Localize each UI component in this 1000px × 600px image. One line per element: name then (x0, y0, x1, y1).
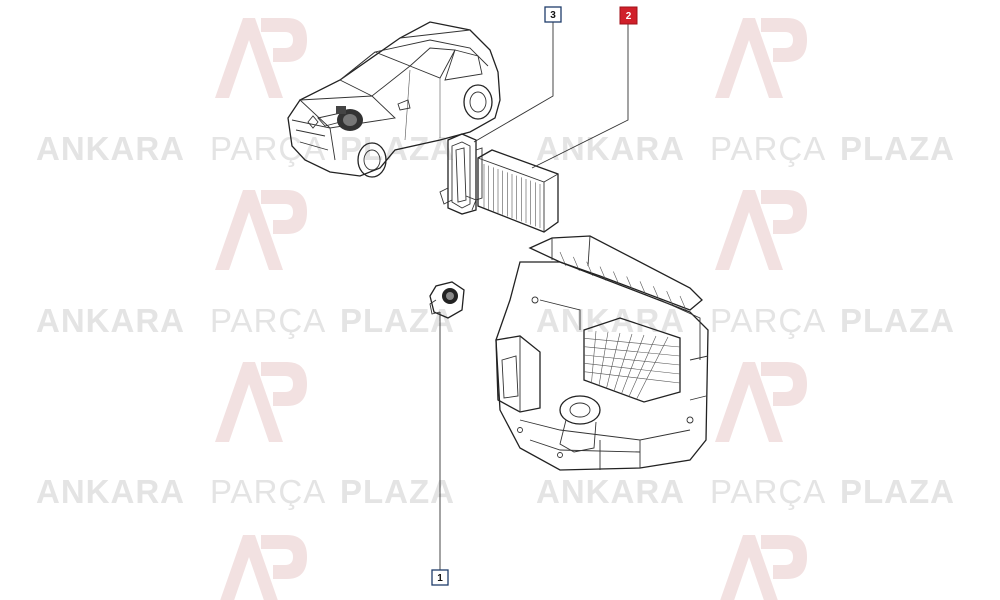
watermark-word: ANKARA (36, 473, 185, 510)
ap-logo-icon (215, 190, 307, 270)
callout-part-3[interactable]: 3 (544, 6, 562, 23)
watermark-layer: ANKARA PARÇA PLAZA ANKARA PARÇA PLAZA AN… (36, 18, 955, 600)
ap-logo-icon (215, 18, 307, 98)
watermark-word: ANKARA (536, 473, 685, 510)
callout-box-highlighted (619, 6, 638, 25)
ap-logo-icon (720, 535, 807, 600)
watermark-word: PARÇA (210, 473, 326, 510)
ap-logo-icon (220, 535, 307, 600)
hvac-unit-icon (495, 235, 709, 471)
watermark-text-row: ANKARA PARÇA PLAZA ANKARA PARÇA PLAZA (36, 130, 955, 167)
watermark-word: PARÇA (710, 302, 826, 339)
watermark-word: ANKARA (536, 130, 685, 167)
watermark-word: PARÇA (210, 302, 326, 339)
callout-box (431, 569, 449, 586)
watermark-word: PLAZA (340, 302, 455, 339)
leader-line-part-3 (473, 22, 554, 143)
watermark-word: PARÇA (710, 473, 826, 510)
ap-logo-icon (215, 362, 307, 442)
watermark-word: PLAZA (340, 130, 455, 167)
ap-logo-icon (715, 362, 807, 442)
watermark-text-row: ANKARA PARÇA PLAZA ANKARA PARÇA PLAZA (36, 473, 955, 510)
watermark-word: PLAZA (840, 302, 955, 339)
ap-logo-icon (715, 18, 807, 98)
filter-cover-icon (439, 133, 483, 215)
watermark-word: ANKARA (536, 302, 685, 339)
leader-line-part-2 (531, 24, 629, 169)
watermark-word: ANKARA (36, 130, 185, 167)
part-number: 2 (626, 11, 632, 22)
watermark-word: PLAZA (840, 130, 955, 167)
leader-lines (439, 22, 629, 570)
callout-part-2[interactable]: 2 (619, 6, 638, 25)
part-number: 1 (437, 573, 443, 584)
car-icon (287, 21, 501, 178)
ap-logo-icon (715, 190, 807, 270)
callout-part-1[interactable]: 1 (431, 569, 449, 586)
watermark-word: ANKARA (36, 302, 185, 339)
callout-box (544, 6, 562, 23)
filter-icon (477, 149, 559, 233)
watermark-word: PLAZA (840, 473, 955, 510)
watermark-text-row: ANKARA PARÇA PLAZA ANKARA PARÇA PLAZA (36, 302, 955, 339)
part-number: 3 (550, 10, 556, 21)
watermark-word: PARÇA (710, 130, 826, 167)
resistor-icon (429, 281, 465, 319)
engine-bay-part-icon (336, 106, 363, 131)
watermark-word: PLAZA (340, 473, 455, 510)
